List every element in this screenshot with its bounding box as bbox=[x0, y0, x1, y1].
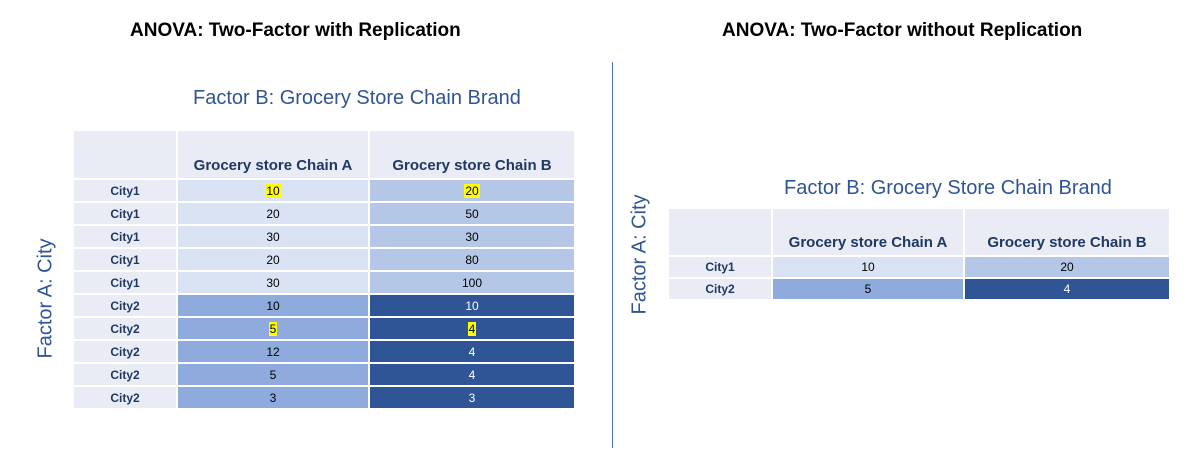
cell-chain-a: 20 bbox=[178, 203, 370, 226]
cell-value: 10 bbox=[861, 260, 875, 274]
table-row: City2 5 4 bbox=[669, 279, 1171, 301]
row-label-city: City2 bbox=[74, 364, 178, 387]
cell-value: 3 bbox=[468, 390, 476, 405]
cell-chain-b: 4 bbox=[370, 364, 576, 387]
cell-chain-a: 3 bbox=[178, 387, 370, 410]
cell-chain-b: 3 bbox=[370, 387, 576, 410]
row-label-city: City1 bbox=[74, 226, 178, 249]
cell-chain-b: 4 bbox=[965, 279, 1171, 301]
right-factor-a-label: Factor A: City bbox=[628, 194, 651, 315]
cell-value: 12 bbox=[266, 344, 280, 359]
cell-chain-a: 30 bbox=[178, 226, 370, 249]
cell-value: 20 bbox=[464, 183, 480, 198]
row-label-city: City2 bbox=[74, 295, 178, 318]
cell-value: 4 bbox=[468, 344, 476, 359]
table-row: City1 20 50 bbox=[74, 203, 576, 226]
table-row: City2 12 4 bbox=[74, 341, 576, 364]
cell-value: 50 bbox=[465, 206, 479, 221]
left-factor-a-label: Factor A: City bbox=[34, 238, 57, 359]
cell-value: 80 bbox=[465, 252, 479, 267]
cell-chain-a: 20 bbox=[178, 249, 370, 272]
table-row: City2 3 3 bbox=[74, 387, 576, 410]
cell-chain-b: 30 bbox=[370, 226, 576, 249]
cell-value: 5 bbox=[269, 367, 277, 382]
table-row: City1 10 20 bbox=[74, 180, 576, 203]
row-label-city: City1 bbox=[74, 249, 178, 272]
cell-value: 20 bbox=[266, 252, 280, 267]
row-label-city: City2 bbox=[74, 341, 178, 364]
table-row: City1 30 30 bbox=[74, 226, 576, 249]
cell-value: 20 bbox=[266, 206, 280, 221]
cell-chain-b: 4 bbox=[370, 341, 576, 364]
table-row: City2 5 4 bbox=[74, 318, 576, 341]
cell-value: 30 bbox=[465, 229, 479, 244]
table-row: City1 30 100 bbox=[74, 272, 576, 295]
cell-chain-b: 4 bbox=[370, 318, 576, 341]
cell-chain-a: 10 bbox=[773, 257, 965, 279]
cell-chain-b: 20 bbox=[965, 257, 1171, 279]
cell-value: 4 bbox=[467, 321, 477, 336]
cell-chain-b: 10 bbox=[370, 295, 576, 318]
row-label-city: City1 bbox=[74, 180, 178, 203]
cell-value: 10 bbox=[266, 298, 280, 313]
cell-value: 30 bbox=[266, 275, 280, 290]
cell-chain-a: 5 bbox=[178, 364, 370, 387]
cell-value: 4 bbox=[468, 367, 476, 382]
left-diagram-title: ANOVA: Two-Factor with Replication bbox=[130, 20, 461, 41]
table-row: City1 10 20 bbox=[669, 257, 1171, 279]
cell-chain-b: 20 bbox=[370, 180, 576, 203]
cell-chain-a: 30 bbox=[178, 272, 370, 295]
cell-value: 30 bbox=[266, 229, 280, 244]
cell-value: 4 bbox=[1063, 282, 1071, 296]
table-header-row: Grocery store Chain A Grocery store Chai… bbox=[669, 209, 1171, 257]
cell-value: 5 bbox=[864, 282, 872, 296]
row-label-city: City2 bbox=[669, 279, 773, 301]
table-header-row: Grocery store Chain A Grocery store Chai… bbox=[74, 131, 576, 180]
chain-a-header: Grocery store Chain A bbox=[178, 131, 370, 180]
cell-chain-b: 80 bbox=[370, 249, 576, 272]
table-row: City2 5 4 bbox=[74, 364, 576, 387]
cell-value: 5 bbox=[268, 321, 278, 336]
cell-value: 10 bbox=[265, 183, 281, 198]
chain-b-header: Grocery store Chain B bbox=[965, 209, 1171, 257]
row-label-city: City2 bbox=[74, 387, 178, 410]
cell-value: 100 bbox=[461, 275, 483, 290]
cell-value: 10 bbox=[465, 298, 479, 313]
table-row: City1 20 80 bbox=[74, 249, 576, 272]
cell-chain-a: 5 bbox=[178, 318, 370, 341]
row-label-city: City1 bbox=[74, 272, 178, 295]
with-replication-table: Grocery store Chain A Grocery store Chai… bbox=[74, 131, 576, 410]
corner-header bbox=[74, 131, 178, 180]
cell-chain-a: 10 bbox=[178, 295, 370, 318]
cell-chain-b: 50 bbox=[370, 203, 576, 226]
cell-value: 3 bbox=[269, 390, 277, 405]
cell-chain-a: 5 bbox=[773, 279, 965, 301]
row-label-city: City2 bbox=[74, 318, 178, 341]
cell-chain-a: 12 bbox=[178, 341, 370, 364]
chain-a-header: Grocery store Chain A bbox=[773, 209, 965, 257]
cell-chain-b: 100 bbox=[370, 272, 576, 295]
section-divider bbox=[612, 62, 613, 448]
cell-chain-a: 10 bbox=[178, 180, 370, 203]
right-diagram-title: ANOVA: Two-Factor without Replication bbox=[722, 20, 1083, 41]
cell-value: 20 bbox=[1060, 260, 1074, 274]
chain-b-header: Grocery store Chain B bbox=[370, 131, 576, 180]
corner-header bbox=[669, 209, 773, 257]
without-replication-table: Grocery store Chain A Grocery store Chai… bbox=[669, 209, 1171, 301]
right-factor-b-label: Factor B: Grocery Store Chain Brand bbox=[784, 177, 1112, 199]
table-row: City2 10 10 bbox=[74, 295, 576, 318]
left-factor-b-label: Factor B: Grocery Store Chain Brand bbox=[193, 87, 521, 109]
row-label-city: City1 bbox=[669, 257, 773, 279]
row-label-city: City1 bbox=[74, 203, 178, 226]
